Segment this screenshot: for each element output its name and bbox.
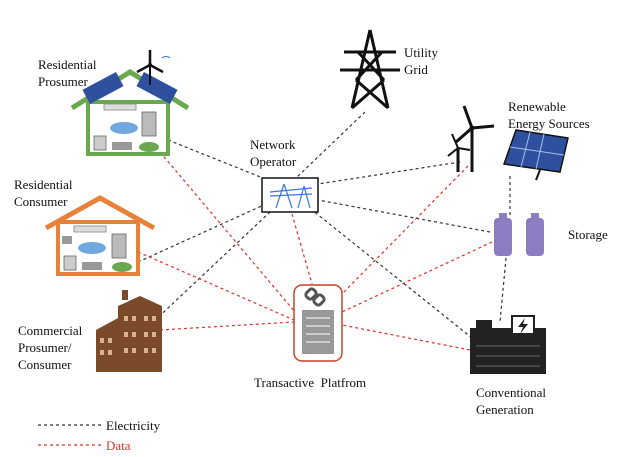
residential-consumer-label: Residential Consumer xyxy=(14,177,73,209)
electricity-links xyxy=(137,111,511,339)
data-link-renewable-platform xyxy=(341,165,469,295)
network-operator-icon xyxy=(261,177,319,213)
legend-electricity-label: Electricity xyxy=(106,418,161,433)
transactive-platform-icon xyxy=(293,284,343,362)
data-links xyxy=(137,151,493,351)
data-link-storage-platform xyxy=(341,241,493,313)
elec-link-renewable-operator xyxy=(317,161,461,185)
elec-link-storage-conventional xyxy=(499,257,507,323)
storage-label: Storage xyxy=(568,227,608,242)
utility-grid-label: Utility Grid xyxy=(404,45,438,77)
renewable-label: Renewable Energy Sources xyxy=(508,99,590,131)
network-operator-label: Network Operator xyxy=(250,137,297,169)
commercial-label: Commercial Prosumer/ Consumer xyxy=(18,323,83,372)
data-link-resconsumer-platform xyxy=(137,251,295,321)
renewable-energy-icon xyxy=(447,105,569,181)
conventional-label: Conventional Generation xyxy=(476,385,547,417)
elec-link-storage-operator xyxy=(317,199,491,233)
commercial-building-icon xyxy=(96,290,162,372)
elec-link-conventional-operator xyxy=(311,209,473,339)
residential-consumer-icon xyxy=(44,195,156,276)
transactive-platform-label: Transactive Platfrom xyxy=(254,375,367,390)
residential-prosumer-label: Residential Prosumer xyxy=(38,57,97,89)
elec-link-grid-operator xyxy=(295,111,366,179)
conventional-generator-icon xyxy=(470,315,546,374)
legend-data-label: Data xyxy=(106,438,131,453)
data-link-operator-platform xyxy=(291,213,313,285)
data-link-conventional-platform xyxy=(341,324,471,351)
data-link-resprosumer-platform xyxy=(159,151,301,319)
data-link-commercial-platform xyxy=(159,321,295,331)
storage-battery-icon xyxy=(494,213,544,256)
residential-prosumer-icon xyxy=(70,50,190,156)
utility-grid-tower-icon xyxy=(340,29,400,110)
elec-link-resconsumer-operator xyxy=(137,203,267,263)
